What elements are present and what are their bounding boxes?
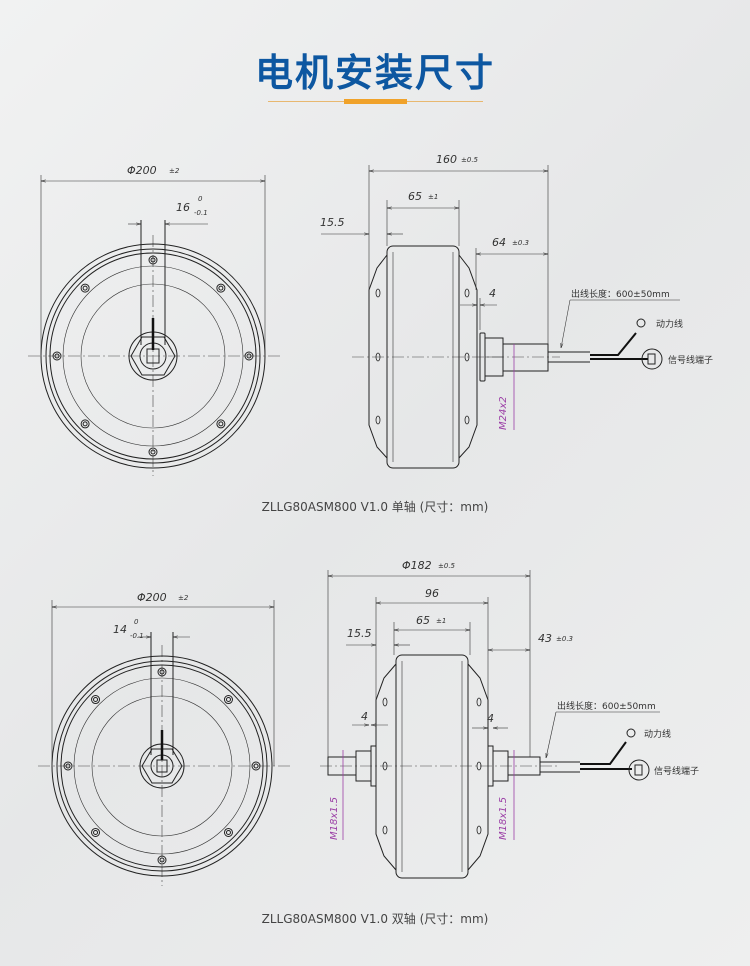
- bolt-hole: [82, 421, 88, 427]
- body-width-tol: ±1: [428, 193, 438, 201]
- bolt-hole: [157, 667, 167, 677]
- shaft-length-label: 64: [492, 236, 506, 249]
- bolt-hole: [93, 697, 99, 703]
- shaft-tol-lower-2: -0.1: [130, 632, 144, 640]
- bolt-hole: [244, 351, 254, 361]
- shaft-width-label: 16: [176, 201, 190, 214]
- bolt-hole: [159, 857, 165, 863]
- bolt-hole: [148, 447, 158, 457]
- side-view-double: 动力线 信号线端子 出线长度：600±50mm Φ182 ±0.5 96 65 …: [320, 559, 699, 879]
- shaft-length-tol-2: ±0.3: [556, 635, 573, 643]
- overall-length-tol: ±0.5: [461, 156, 479, 164]
- thread-label: M24x2: [498, 396, 509, 430]
- bolt-hole: [52, 351, 62, 361]
- cable-length-label: 出线长度：600±50mm: [571, 288, 670, 300]
- diameter-label: Φ200: [127, 164, 157, 177]
- bolt-hole: [225, 697, 231, 703]
- bolt-hole: [82, 285, 88, 291]
- bolt-hole: [157, 855, 167, 865]
- bolt-hole: [91, 827, 101, 837]
- diameter-tolerance-2: ±2: [178, 594, 189, 602]
- bolt-hole: [80, 283, 90, 293]
- bolt-hole: [246, 353, 252, 359]
- overall-length-label: 160: [436, 153, 457, 166]
- thread-left-label: M18x1.5: [329, 797, 340, 840]
- power-line-label-2: 动力线: [644, 728, 671, 740]
- shaft-tol-upper: 0: [198, 195, 203, 203]
- bolt-hole: [65, 763, 71, 769]
- offset-label: 15.5: [320, 216, 345, 229]
- shaft-length-tol: ±0.3: [512, 239, 529, 247]
- diameter-label-2: Φ200: [137, 591, 167, 604]
- bolt-hole: [93, 829, 99, 835]
- cable-length-label-2: 出线长度：600±50mm: [557, 700, 656, 712]
- bolt-hole: [159, 669, 165, 675]
- bolt-hole: [218, 285, 224, 291]
- shaft-width-label-2: 14: [113, 623, 127, 636]
- body-width-tol-2: ±1: [436, 617, 446, 625]
- side-view-single: 动力线 信号线端子 出线长度：600±50mm 160 ±0.5 65 ±1 1…: [320, 153, 713, 469]
- bolt-hole: [253, 763, 259, 769]
- bolt-hole: [80, 419, 90, 429]
- hub-width-label: 96: [425, 587, 439, 600]
- bolt-hole: [216, 419, 226, 429]
- shaft-tol-upper-2: 0: [134, 618, 139, 626]
- body-width-label-2: 65: [416, 614, 430, 627]
- gap-left-label: 4: [361, 710, 368, 723]
- bolt-hole: [63, 761, 73, 771]
- front-view-double: Φ200 ±2 14 0 -0.1: [38, 591, 290, 886]
- title-underline-accent: [344, 99, 407, 104]
- gap-label: 4: [489, 287, 496, 300]
- bolt-hole: [218, 421, 224, 427]
- bolt-hole: [225, 829, 231, 835]
- diameter-tolerance: ±2: [169, 167, 180, 175]
- bolt-hole: [91, 695, 101, 705]
- overall-length-label-2: Φ182: [402, 559, 432, 572]
- bolt-hole: [150, 257, 156, 263]
- power-line-label: 动力线: [656, 318, 683, 330]
- gap-right-label: 4: [487, 712, 494, 725]
- body-width-label: 65: [408, 190, 422, 203]
- bolt-hole: [223, 695, 233, 705]
- front-view-single: Φ200 ±2 16 0 -0.1: [28, 164, 280, 476]
- bolt-hole: [216, 283, 226, 293]
- signal-terminal-label-2: 信号线端子: [654, 765, 699, 777]
- overall-length-tol-2: ±0.5: [438, 562, 456, 570]
- offset-label-2: 15.5: [347, 627, 372, 640]
- signal-terminal-label: 信号线端子: [668, 354, 713, 366]
- page-title: 电机安装尺寸: [254, 51, 495, 95]
- thread-right-label: M18x1.5: [498, 797, 509, 840]
- caption-single-shaft: ZLLG80ASM800 V1.0 单轴 (尺寸：mm): [261, 500, 489, 514]
- shaft-length-label-2: 43: [538, 632, 552, 645]
- bolt-hole: [150, 449, 156, 455]
- bolt-hole: [54, 353, 60, 359]
- bolt-hole: [251, 761, 261, 771]
- caption-double-shaft: ZLLG80ASM800 V1.0 双轴 (尺寸：mm): [261, 912, 489, 926]
- shaft-tol-lower: -0.1: [194, 209, 208, 217]
- bolt-hole: [223, 827, 233, 837]
- bolt-hole: [148, 255, 158, 265]
